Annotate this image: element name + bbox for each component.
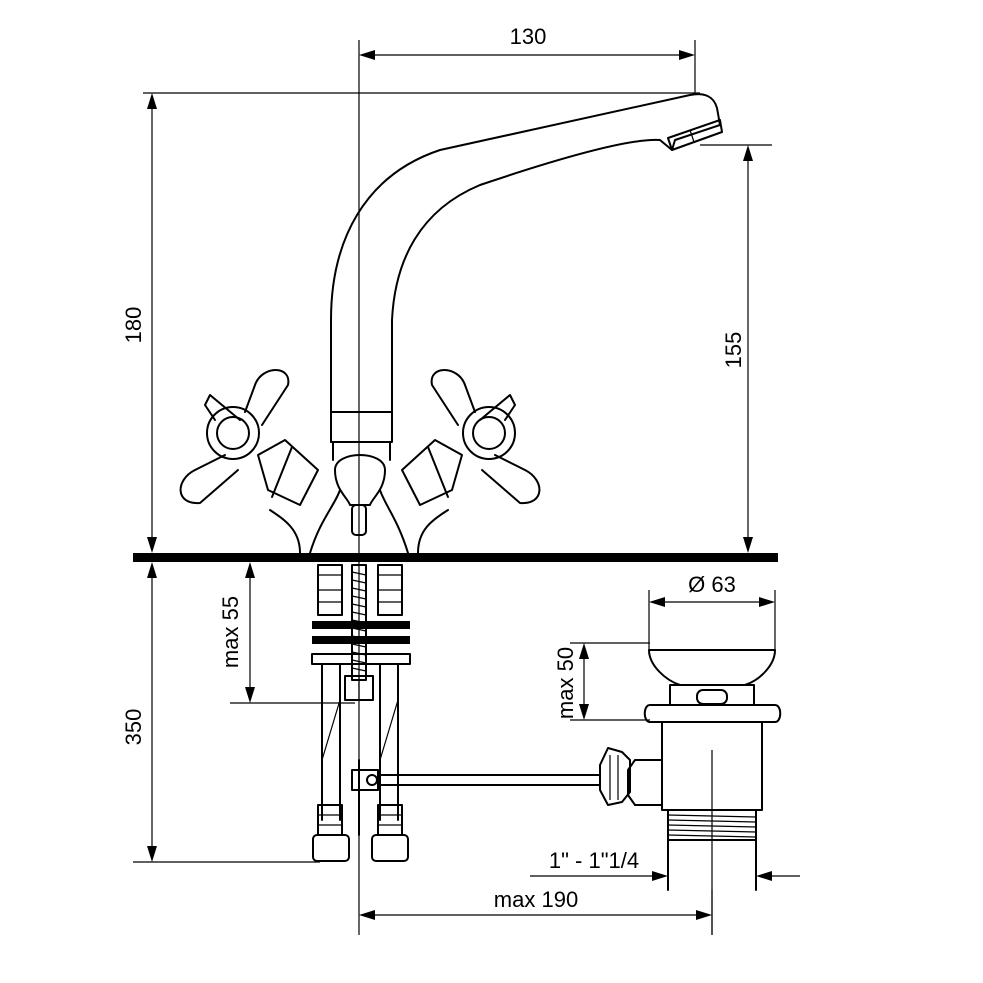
hose-cross-brace <box>321 699 399 761</box>
faucet-body <box>269 93 723 554</box>
tail-threads <box>667 814 757 838</box>
right-handle-hub-inner <box>472 416 506 450</box>
dim-max-thickness: max 55 <box>218 562 355 704</box>
left-handle-arm-up <box>244 369 290 426</box>
drain-stopper-stem <box>669 684 755 706</box>
aerator-detail <box>689 129 695 143</box>
right-cross-handle <box>401 369 541 506</box>
right-handle-hub <box>462 406 516 460</box>
right-handle-arm-down <box>481 454 541 505</box>
thumb-nut-ridges <box>609 755 619 800</box>
right-handle-valve <box>401 439 463 506</box>
right-handle-arm-up <box>430 369 476 426</box>
dim-label-155: 155 <box>721 332 746 369</box>
dim-label-diameter63: Ø 63 <box>688 572 736 597</box>
dim-label-180: 180 <box>121 307 146 344</box>
spout <box>330 93 721 413</box>
drain-flange <box>648 649 776 686</box>
left-valve-ring <box>271 446 293 498</box>
drain-body-flange <box>643 704 782 723</box>
base-curve-right <box>379 489 409 554</box>
under-counter-assembly <box>311 564 601 862</box>
dim-drain-depth: max 50 <box>553 642 650 721</box>
dim-label-max50: max 50 <box>553 647 578 719</box>
popup-rod <box>351 504 367 536</box>
dim-label-thread: 1" - 1"1/4 <box>549 848 639 873</box>
right-flex-hose <box>379 663 399 821</box>
base-curve-left <box>309 489 341 554</box>
dim-below-counter: 350 <box>121 562 320 863</box>
dim-drain-diameter: Ø 63 <box>648 572 776 650</box>
drain-stopper-knob <box>696 689 728 705</box>
dim-label-130: 130 <box>510 24 547 49</box>
spout-collar <box>330 411 393 443</box>
right-valve-ring <box>427 446 449 498</box>
dim-label-max55: max 55 <box>218 596 243 668</box>
left-handle-arm-down <box>179 454 239 505</box>
linkage-clamp <box>351 769 379 791</box>
linkage-clamp-screw <box>366 774 378 786</box>
linkage-rod <box>377 774 601 786</box>
left-handle-hub-inner <box>216 416 250 450</box>
left-handle-valve <box>257 439 319 506</box>
left-cross-handle <box>179 369 319 506</box>
washer-top <box>312 621 410 629</box>
drain-side-connector <box>627 759 663 806</box>
left-handle-hub <box>206 406 260 460</box>
left-flex-hose <box>321 663 341 821</box>
countertop-line <box>133 553 778 562</box>
dim-spout-reach: 130 <box>359 24 696 95</box>
dim-label-350: 350 <box>121 709 146 746</box>
dim-max-offset: max 190 <box>359 887 713 935</box>
base-body <box>269 509 449 554</box>
center-knob <box>334 454 386 506</box>
spout-aerator <box>667 119 723 151</box>
drain-tail-extension <box>667 839 757 891</box>
right-hose-nut <box>371 834 409 862</box>
collar-base <box>332 441 391 461</box>
washer-middle <box>312 636 410 644</box>
drain-thumb-nut <box>599 747 631 806</box>
dim-spout-height: 155 <box>700 144 772 553</box>
lower-fitting-details <box>318 814 402 826</box>
left-hose-nut <box>312 834 350 862</box>
upper-fitting-details <box>318 574 402 603</box>
dim-label-max190: max 190 <box>494 887 578 912</box>
pop-up-drain <box>599 649 782 935</box>
mounting-plate <box>311 653 411 665</box>
dim-drain-thread: 1" - 1"1/4 <box>530 848 800 881</box>
dim-total-height: 180 <box>121 92 700 553</box>
